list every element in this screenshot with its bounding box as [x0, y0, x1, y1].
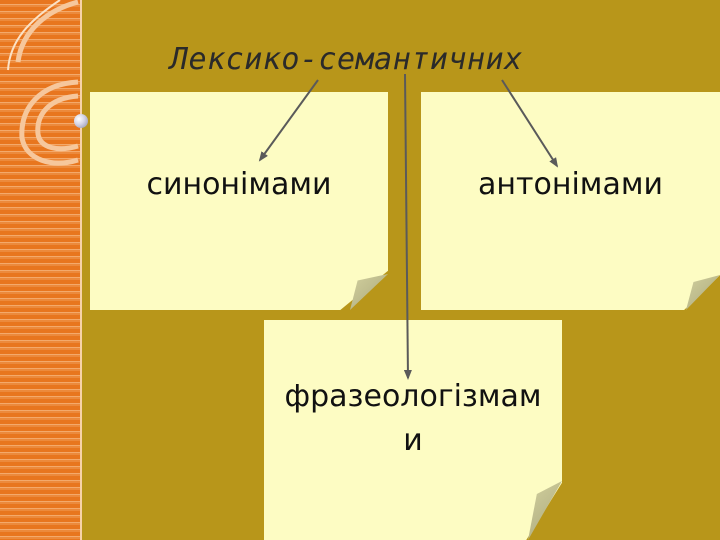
- sticky-note-antonyms: [421, 92, 720, 310]
- arrow-to-antonyms: [501, 79, 559, 168]
- node-label-phraseologisms: фразеологізмам и: [284, 379, 542, 458]
- sticky-note-phraseologisms: [264, 320, 562, 540]
- decorative-stripe-panel: [0, 0, 80, 540]
- bullet-dot-icon: [74, 114, 88, 128]
- arrow-to-phraseologisms: [403, 73, 412, 380]
- sticky-note-synonyms: [90, 92, 388, 310]
- node-label-antonyms: антонімами: [478, 167, 663, 202]
- stripe-divider: [80, 0, 82, 540]
- diagram-title: Лексико-семантичних: [170, 42, 523, 77]
- arrow-to-synonyms: [258, 79, 319, 162]
- node-label-synonyms: синонімами: [146, 167, 332, 202]
- swirl-ornament-icon: [7, 0, 79, 166]
